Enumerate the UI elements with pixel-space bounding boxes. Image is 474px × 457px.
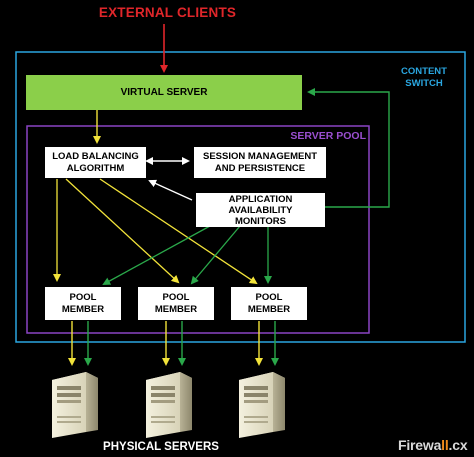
session-management-box: SESSION MANAGEMENT AND PERSISTENCE xyxy=(194,147,326,178)
external-clients-title: EXTERNAL CLIENTS xyxy=(98,5,237,20)
pool-member-box: POOL MEMBER xyxy=(138,287,214,320)
server-tower-icon xyxy=(146,372,192,438)
lb-to-member3-arrow xyxy=(99,178,258,285)
pool-member-box: POOL MEMBER xyxy=(45,287,121,320)
load-balancing-box: LOAD BALANCING ALGORITHM xyxy=(45,147,146,178)
server-pool-frame xyxy=(26,125,370,334)
physical-servers-label: PHYSICAL SERVERS xyxy=(103,441,219,453)
monitors-to-member1-arrow xyxy=(102,225,211,285)
server-tower-icon xyxy=(239,372,285,438)
content-switch-frame xyxy=(15,51,466,343)
pool-member-box: POOL MEMBER xyxy=(231,287,307,320)
content-switch-label: CONTENT SWITCH xyxy=(401,66,447,89)
server-tower-icon xyxy=(52,372,98,438)
virtual-server-box: VIRTUAL SERVER xyxy=(26,75,302,110)
server-pool-label: SERVER POOL xyxy=(290,130,366,142)
availability-monitors-box: APPLICATION AVAILABILITY MONITORS xyxy=(196,193,325,227)
monitors-to-lb-arrow xyxy=(148,179,193,201)
monitors-to-vs-arrow xyxy=(307,88,390,208)
firewall-cx-logo: Firewall.cx xyxy=(398,437,468,453)
lb-to-member2-arrow xyxy=(65,178,180,284)
monitors-to-member2-arrow xyxy=(190,225,241,285)
